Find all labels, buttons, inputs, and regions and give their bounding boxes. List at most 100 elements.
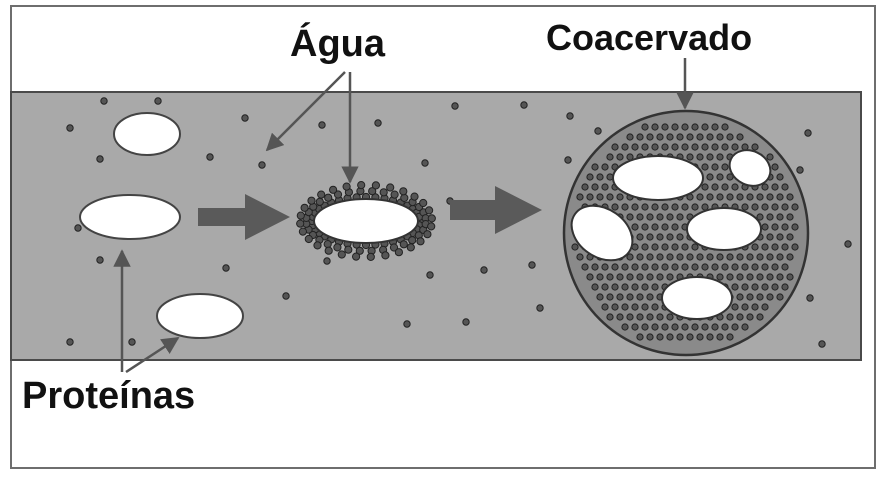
water-molecule — [646, 233, 654, 241]
water-molecule — [661, 203, 669, 211]
water-molecule — [631, 263, 639, 271]
water-molecule — [696, 333, 704, 341]
water-molecule — [394, 248, 403, 257]
water-molecule — [766, 293, 774, 301]
water-molecule — [333, 243, 342, 252]
water-molecule — [691, 143, 699, 151]
water-molecule — [761, 303, 769, 311]
water-molecule — [736, 193, 744, 201]
water-molecule — [641, 283, 649, 291]
water-molecule — [686, 333, 694, 341]
water-molecule — [611, 263, 619, 271]
water-molecule — [421, 159, 429, 167]
water-molecule — [616, 293, 624, 301]
water-molecule — [681, 323, 689, 331]
water-molecule — [666, 333, 674, 341]
water-molecule — [626, 253, 634, 261]
water-molecule — [596, 193, 604, 201]
water-molecule — [776, 233, 784, 241]
water-molecule — [611, 283, 619, 291]
water-molecule — [626, 313, 634, 321]
water-molecule — [564, 156, 572, 164]
water-molecule — [368, 187, 377, 196]
water-molecule — [601, 163, 609, 171]
water-molecule — [776, 293, 784, 301]
water-molecule — [128, 338, 136, 346]
water-molecule — [741, 263, 749, 271]
water-molecule — [386, 183, 395, 192]
water-molecule — [751, 303, 759, 311]
water-molecule — [696, 133, 704, 141]
water-molecule — [425, 206, 434, 215]
water-molecule — [399, 187, 408, 196]
water-molecule — [419, 198, 428, 208]
water-molecule — [646, 273, 654, 281]
water-molecule — [706, 253, 714, 261]
water-molecule — [576, 193, 584, 201]
water-molecule — [751, 283, 759, 291]
water-molecule — [636, 273, 644, 281]
water-molecule — [631, 303, 639, 311]
water-molecule — [844, 240, 852, 248]
water-molecule — [427, 214, 436, 223]
water-molecule — [656, 233, 664, 241]
water-molecule — [756, 293, 764, 301]
water-molecule — [756, 313, 764, 321]
water-molecule — [315, 197, 324, 206]
water-molecule — [381, 251, 390, 260]
water-molecule — [601, 263, 609, 271]
water-molecule — [651, 263, 659, 271]
water-molecule — [606, 193, 614, 201]
water-molecule — [721, 123, 729, 131]
protein-droplet — [113, 112, 181, 156]
water-molecule — [681, 243, 689, 251]
water-molecule — [721, 163, 729, 171]
water-molecule — [298, 227, 307, 236]
water-molecule — [776, 273, 784, 281]
water-molecule — [818, 340, 826, 348]
coacervate-droplet — [570, 204, 634, 262]
water-molecule — [711, 143, 719, 151]
water-molecule — [329, 185, 338, 194]
water-molecule — [427, 222, 436, 231]
water-molecule — [796, 166, 804, 174]
water-molecule — [661, 263, 669, 271]
water-molecule — [656, 213, 664, 221]
proteinas-label: Proteínas — [22, 375, 196, 417]
water-molecule — [661, 143, 669, 151]
water-molecule — [641, 123, 649, 131]
water-molecule — [681, 123, 689, 131]
water-molecule — [596, 273, 604, 281]
water-molecule — [304, 234, 313, 244]
water-molecule — [766, 273, 774, 281]
water-molecule — [746, 273, 754, 281]
water-molecule — [594, 127, 602, 135]
water-molecule — [616, 273, 624, 281]
coacervate-droplet — [728, 149, 772, 187]
water-molecule — [258, 161, 266, 169]
water-molecule — [626, 133, 634, 141]
water-molecule — [636, 233, 644, 241]
water-molecule — [641, 243, 649, 251]
water-molecule — [661, 243, 669, 251]
water-molecule — [480, 266, 488, 274]
water-molecule — [241, 114, 249, 122]
water-molecule — [716, 273, 724, 281]
water-molecule — [576, 253, 584, 261]
water-molecule — [282, 292, 290, 300]
water-molecule — [696, 193, 704, 201]
water-molecule — [706, 133, 714, 141]
water-molecule — [696, 153, 704, 161]
water-molecule — [646, 133, 654, 141]
water-molecule — [751, 243, 759, 251]
water-molecule — [691, 243, 699, 251]
water-molecule — [676, 233, 684, 241]
water-molecule — [651, 303, 659, 311]
water-molecule — [631, 203, 639, 211]
water-molecule — [766, 253, 774, 261]
water-molecule — [400, 193, 409, 202]
water-molecule — [701, 183, 709, 191]
water-molecule — [776, 213, 784, 221]
water-molecule — [726, 313, 734, 321]
water-molecule — [636, 133, 644, 141]
